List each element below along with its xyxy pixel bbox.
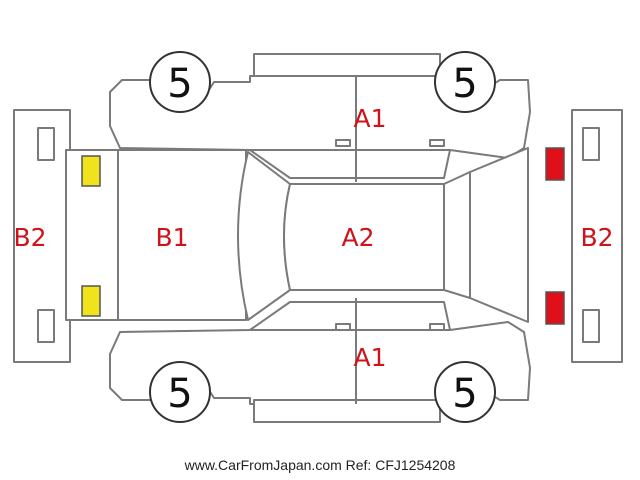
tire-front-left: 5 [149,51,211,113]
tire-rear-left: 5 [434,51,496,113]
windshield [237,151,291,321]
tire-front-right: 5 [149,361,211,423]
front-bumper [13,109,71,363]
top-doors [250,76,450,182]
roof [283,183,445,291]
tire-grade-front-right: 5 [167,371,192,417]
rear-lamp-top [545,147,565,181]
reference-footer: www.CarFromJapan.com Ref: CFJ1254208 [184,457,456,473]
tire-grade-rear-left: 5 [452,61,477,107]
tire-rear-right: 5 [434,361,496,423]
zone-label-b2-right: B2 [580,223,613,252]
front-lamp-bottom [81,285,101,317]
bottom-doors [250,298,450,404]
rear-hatch [469,147,529,323]
zone-label-a1-bottom: A1 [353,343,386,372]
rear-lamp-bottom [545,291,565,325]
front-lamp-top [81,155,101,187]
zone-label-a2: A2 [341,223,374,252]
zone-label-b1: B1 [155,223,188,252]
rear-window [443,171,471,299]
rear-bumper [571,109,623,363]
tire-grade-front-left: 5 [167,61,192,107]
zone-label-b2-left: B2 [13,223,46,252]
zone-label-a1-top: A1 [353,104,386,133]
tire-grade-rear-right: 5 [452,371,477,417]
